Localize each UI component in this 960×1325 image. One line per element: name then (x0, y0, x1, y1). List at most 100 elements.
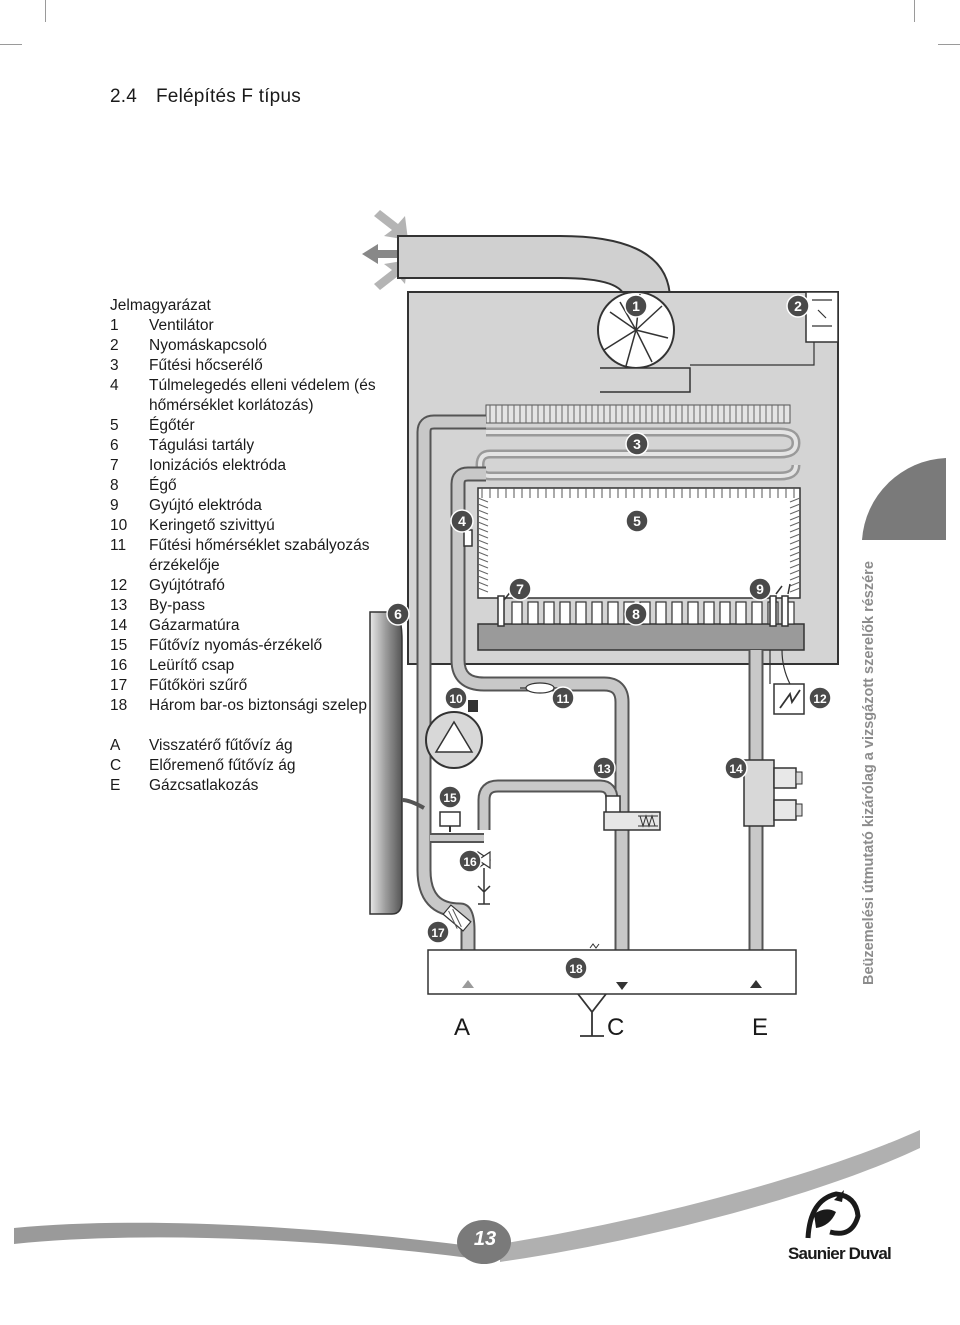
legend-key: 2 (110, 337, 119, 354)
svg-text:8: 8 (632, 606, 640, 622)
legend-text: Tágulási tartály (149, 437, 255, 454)
legend-text: Túlmelegedés elleni védelem (és hőmérsék… (149, 377, 376, 414)
legend-key: C (110, 757, 122, 774)
callout-14: 14 (724, 756, 748, 780)
legend-item: 11 Fűtési hőmérséklet szabályozás érzékel… (110, 536, 379, 576)
legend-text: Visszatérő fűtővíz ág (149, 737, 293, 754)
legend-text: Ventilátor (149, 317, 214, 334)
legend-key: 12 (110, 577, 128, 594)
pipes (416, 414, 764, 972)
legend-item: 1 Ventilátor (110, 316, 379, 336)
legend-key: E (110, 777, 121, 794)
legend-key: 5 (110, 417, 119, 434)
legend-connection: E Gázcsatlakozás (110, 776, 379, 796)
legend-text: By-pass (149, 597, 205, 614)
overheat-thermostat (463, 529, 473, 547)
legend-key: A (110, 737, 121, 754)
heat-exchanger (475, 404, 801, 481)
legend-key: 9 (110, 497, 119, 514)
connection-label-e: E (752, 1014, 769, 1041)
callout-7: 7 (508, 577, 532, 601)
legend-text: Ionizációs elektróda (149, 457, 286, 474)
legend-key: 3 (110, 357, 119, 374)
brand-logo-icon (805, 1190, 861, 1239)
legend-key: 4 (110, 377, 119, 394)
legend-key: 17 (110, 677, 128, 694)
crop-mark (0, 44, 22, 45)
legend-text: Nyomáskapcsoló (149, 337, 268, 354)
temperature-sensor (520, 682, 560, 694)
bypass-valve (603, 795, 661, 831)
circulation-pump (425, 700, 483, 769)
svg-text:1: 1 (632, 298, 640, 314)
section-tab (862, 458, 946, 540)
svg-text:12: 12 (813, 692, 827, 706)
legend-item: 13 By-pass (110, 596, 379, 616)
legend-item: 7 Ionizációs elektróda (110, 456, 379, 476)
callout-16: 16 (458, 849, 482, 873)
callout-8: 8 (624, 602, 648, 626)
callout-10: 10 (444, 686, 468, 710)
legend-text: Gázcsatlakozás (149, 777, 259, 794)
legend-item: 17 Fűtőköri szűrő (110, 676, 379, 696)
fan (560, 291, 691, 393)
legend-key: 15 (110, 637, 128, 654)
callout-2: 2 (786, 294, 810, 318)
legend-item: 6 Tágulási tartály (110, 436, 379, 456)
section-number: 2.4 (110, 86, 138, 107)
legend-key: 7 (110, 457, 119, 474)
svg-text:6: 6 (394, 606, 402, 622)
gas-valve (743, 759, 803, 827)
legend-text: Fűtővíz nyomás-érzékelő (149, 637, 323, 654)
callout-15: 15 (438, 785, 462, 809)
legend-connection: A Visszatérő fűtővíz ág (110, 736, 379, 756)
svg-text:14: 14 (729, 762, 743, 776)
page-number-badge (457, 1220, 511, 1264)
svg-text:17: 17 (431, 926, 445, 940)
callout-6: 6 (386, 602, 410, 626)
callout-11: 11 (551, 686, 575, 710)
pressure-switch (690, 291, 839, 366)
legend-key: 10 (110, 517, 128, 534)
page-number: 13 (473, 1228, 497, 1250)
heating-filter (442, 904, 472, 932)
ignition-transformer (769, 649, 805, 715)
legend-item: 4 Túlmelegedés elleni védelem (és hőmérsé… (110, 376, 379, 416)
legend-key: 11 (110, 537, 127, 554)
pressure-sensor (439, 811, 461, 832)
crop-mark (938, 44, 960, 45)
legend-text: Három bar-os biztonsági szelep (149, 697, 367, 714)
section-heading: 2.4 Felépítés F típus (110, 86, 301, 108)
svg-text:7: 7 (516, 581, 524, 597)
legend-key: 16 (110, 657, 128, 674)
legend-item: 5 Égőtér (110, 416, 379, 436)
legend-text: Fűtőköri szűrő (149, 677, 248, 694)
svg-text:2: 2 (794, 298, 802, 314)
svg-text:16: 16 (463, 855, 477, 869)
svg-text:11: 11 (557, 692, 570, 706)
legend-item: 10 Keringető szivittyú (110, 516, 379, 536)
callout-5: 5 (625, 509, 649, 533)
legend-key: 13 (110, 597, 128, 614)
legend-text: Égőtér (149, 417, 195, 434)
legend-text: Gázarmatúra (149, 617, 240, 634)
legend-text: Fűtési hőcserélő (149, 357, 263, 374)
callout-9: 9 (748, 577, 772, 601)
callout-13: 13 (592, 756, 616, 780)
legend-key: 6 (110, 437, 119, 454)
burner (477, 601, 805, 651)
svg-text:4: 4 (458, 513, 466, 529)
legend-text: Fűtési hőmérséklet szabályozás érzékelőj… (149, 537, 370, 574)
brand-name: Saunier Duval (788, 1244, 892, 1263)
section-title: Felépítés F típus (156, 86, 301, 107)
svg-text:10: 10 (449, 692, 463, 706)
legend-key: 1 (110, 317, 119, 334)
legend-key: 14 (110, 617, 128, 634)
legend-item: 2 Nyomáskapcsoló (110, 336, 379, 356)
legend-text: Keringető szivittyú (149, 517, 275, 534)
